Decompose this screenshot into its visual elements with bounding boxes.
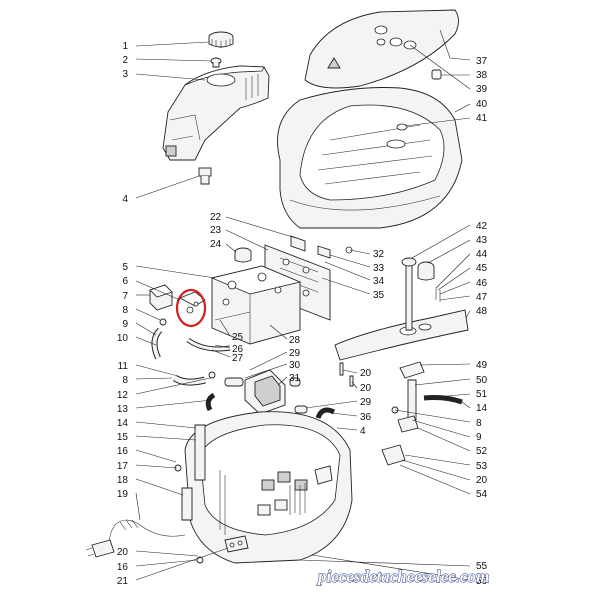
part-cap-38 bbox=[431, 69, 442, 80]
callout-label: 4 bbox=[360, 426, 366, 437]
callout-label: 2 bbox=[122, 55, 128, 66]
callout-label: 19 bbox=[117, 489, 129, 500]
callouts-left: 1 2 3 4 5 6 7 8 9 10 11 8 12 13 14 15 16… bbox=[117, 41, 129, 587]
watermark: piecesdetacheeselec.com bbox=[316, 567, 489, 586]
callout-label: 48 bbox=[476, 306, 488, 317]
callout-label: 20 bbox=[476, 475, 488, 486]
callout-label: 34 bbox=[373, 276, 385, 287]
callout-label: 5 bbox=[122, 262, 128, 273]
callout-label: 51 bbox=[476, 389, 488, 400]
callout-label: 11 bbox=[118, 361, 129, 372]
callout-label: 29 bbox=[289, 348, 301, 359]
callout-label: 8 bbox=[122, 375, 128, 386]
callout-label: 40 bbox=[476, 99, 488, 110]
callouts-right: 37 38 39 40 41 42 43 44 45 46 47 48 49 5… bbox=[476, 56, 488, 587]
part-thermostat bbox=[179, 291, 206, 314]
part-top-cover bbox=[304, 9, 459, 89]
callout-label: 23 bbox=[210, 225, 222, 236]
callout-label: 46 bbox=[476, 278, 488, 289]
callout-label: 30 bbox=[289, 360, 301, 371]
leader-lines bbox=[135, 29, 471, 581]
callout-label: 8 bbox=[476, 418, 482, 429]
part-power-cord bbox=[85, 519, 186, 558]
callout-label: 1 bbox=[122, 41, 128, 52]
callout-label: 43 bbox=[476, 235, 488, 246]
part-vertical-tube bbox=[174, 424, 206, 564]
callout-label: 20 bbox=[117, 547, 129, 558]
callout-label: 29 bbox=[360, 397, 372, 408]
callout-label: 18 bbox=[117, 475, 129, 486]
callout-label: 10 bbox=[117, 333, 129, 344]
callout-label: 25 bbox=[232, 332, 244, 343]
part-screw-20 bbox=[339, 362, 354, 387]
callout-label: 15 bbox=[117, 432, 129, 443]
callout-label: 35 bbox=[373, 290, 385, 301]
part-valve-cluster bbox=[381, 361, 463, 466]
callout-label: 13 bbox=[117, 404, 129, 415]
callout-label: 20 bbox=[360, 368, 372, 379]
part-pump bbox=[224, 369, 301, 415]
callout-label: 38 bbox=[476, 70, 488, 81]
callout-label: 14 bbox=[476, 403, 488, 414]
callout-label: 28 bbox=[289, 335, 301, 346]
callout-label: 55 bbox=[476, 561, 488, 572]
callout-label: 8 bbox=[122, 305, 128, 316]
callout-label: 17 bbox=[117, 461, 129, 472]
callout-label: 41 bbox=[476, 113, 488, 124]
callout-label: 9 bbox=[122, 319, 128, 330]
part-tank-valve bbox=[198, 167, 212, 185]
callout-label: 9 bbox=[476, 432, 482, 443]
part-boiler bbox=[210, 265, 302, 345]
callout-label: 12 bbox=[117, 390, 129, 401]
callouts-center: 22 23 24 32 33 34 35 25 26 27 28 29 30 3… bbox=[210, 212, 385, 437]
callout-label: 20 bbox=[360, 383, 372, 394]
part-handle-bar bbox=[334, 309, 469, 361]
callout-label: 37 bbox=[476, 56, 488, 67]
part-relay bbox=[149, 284, 173, 311]
callout-label: 4 bbox=[122, 194, 128, 205]
part-hose-left bbox=[151, 318, 167, 360]
callout-label: 52 bbox=[476, 446, 488, 457]
part-tubes-25-27 bbox=[186, 311, 251, 352]
callout-label: 14 bbox=[117, 418, 129, 429]
part-seal bbox=[210, 57, 222, 68]
callout-label: 31 bbox=[289, 373, 301, 384]
callout-label: 45 bbox=[476, 263, 488, 274]
part-connectors-right bbox=[294, 405, 336, 419]
part-tank-cap bbox=[208, 31, 234, 48]
part-hoses-11-13 bbox=[172, 371, 216, 412]
callout-label: 32 bbox=[373, 249, 385, 260]
callout-label: 33 bbox=[373, 263, 385, 274]
callout-label: 6 bbox=[122, 276, 128, 287]
part-column-42-47 bbox=[401, 257, 441, 331]
callout-label: 3 bbox=[122, 69, 128, 80]
parts-drawing bbox=[85, 9, 469, 564]
callout-label: 47 bbox=[476, 292, 488, 303]
callout-label: 16 bbox=[117, 562, 129, 573]
callout-label: 50 bbox=[476, 375, 488, 386]
callout-label: 26 bbox=[232, 344, 244, 355]
callout-label: 54 bbox=[476, 489, 488, 500]
callout-label: 7 bbox=[122, 291, 128, 302]
callout-label: 16 bbox=[117, 446, 129, 457]
callout-label: 44 bbox=[476, 249, 488, 260]
part-base-housing bbox=[184, 411, 353, 564]
part-upper-shell bbox=[277, 87, 463, 229]
callout-label: 22 bbox=[210, 212, 222, 223]
callout-label: 39 bbox=[476, 84, 488, 95]
callout-label: 49 bbox=[476, 360, 488, 371]
callout-label: 24 bbox=[210, 239, 222, 250]
callout-label: 36 bbox=[360, 412, 372, 423]
part-water-tank bbox=[162, 65, 270, 161]
highlight-circle bbox=[175, 288, 207, 328]
callout-label: 53 bbox=[476, 461, 488, 472]
callout-label: 42 bbox=[476, 221, 488, 232]
part-knob bbox=[234, 247, 252, 263]
callout-label: 56 bbox=[476, 576, 488, 587]
callout-label: 27 bbox=[232, 353, 244, 364]
callout-label: 21 bbox=[117, 576, 129, 587]
